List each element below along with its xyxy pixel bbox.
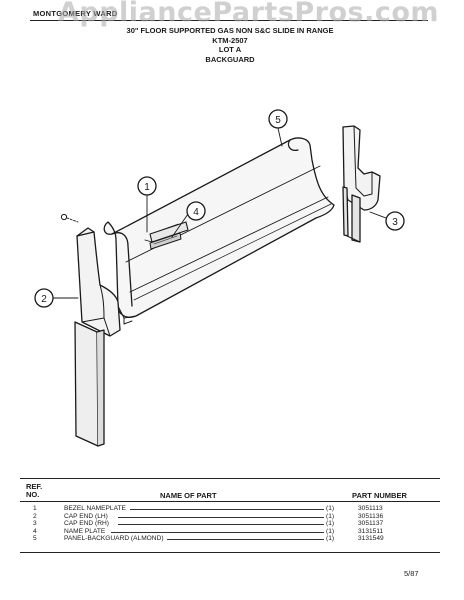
watermark: AppliancePartsPros.com (58, 0, 440, 28)
page-code: 5/87 (404, 569, 419, 578)
header-part-number: PART NUMBER (352, 491, 407, 500)
callout-5-leader (277, 127, 283, 147)
row-leader-line (118, 524, 324, 526)
table-row: 5 PANEL-BACKGUARD (ALMOND) (1) 3131549 (20, 535, 440, 543)
title-line-lot: LOT A (218, 45, 242, 54)
row-quantity: (1) (326, 520, 335, 528)
row-part-name: CAP END (LH) (64, 512, 108, 520)
callout-circle-2 (34, 288, 54, 308)
title-line-section: BACKGUARD (205, 54, 255, 64)
title-block: 30" FLOOR SUPPORTED GAS NON S&C SLIDE IN… (60, 26, 400, 64)
header-name-of-part: NAME OF PART (160, 491, 217, 500)
row-leader-line (167, 539, 324, 541)
name-plate (149, 232, 182, 250)
footer-rule (20, 552, 440, 553)
parts-table-header-rule (20, 501, 440, 502)
table-row: 2 CAP END (LH) (1) 3051136 (20, 513, 440, 521)
row-leader-line (118, 516, 324, 518)
row-part-name: BEZEL NAMEPLATE (64, 505, 126, 512)
row-quantity: (1) (326, 527, 335, 535)
row-ref: 1 (33, 505, 37, 512)
header-ref-no: REF. NO. (26, 483, 42, 499)
row-part-name: CAP END (RH) (64, 520, 109, 528)
callout-number-3: 3 (392, 217, 398, 228)
right-cap-end (342, 125, 381, 243)
title-line-model-number: KTM-2507 (212, 35, 248, 45)
row-ref: 4 (33, 527, 37, 535)
callout-number-2: 2 (41, 294, 47, 305)
row-leader-line (111, 531, 324, 533)
callout-circle-4 (186, 201, 206, 221)
row-part-name: PANEL-BACKGUARD (ALMOND) (64, 535, 164, 543)
header-ref-line-2: NO. (26, 490, 40, 499)
parts-list: 1 BEZEL NAMEPLATE (1) 3051113 2 CAP END … (20, 505, 440, 543)
row-part-number: 3051137 (358, 520, 384, 528)
brand-name: MONTGOMERY WARD (33, 9, 118, 18)
callout-circle-1 (137, 176, 157, 196)
row-part-number: 3051113 (358, 505, 383, 512)
exploded-diagram: 1 2 3 4 5 (34, 109, 405, 447)
row-part-number: 3131511 (358, 527, 384, 535)
row-quantity: (1) (326, 512, 335, 520)
callout-number-5: 5 (275, 115, 281, 126)
table-row: 3 CAP END (RH) (1) 3051137 (20, 520, 440, 528)
row-ref: 3 (33, 520, 37, 528)
header-rule (30, 20, 428, 21)
row-leader-line (130, 509, 324, 510)
screw (60, 213, 79, 223)
table-row: 1 BEZEL NAMEPLATE (1) 3051113 (20, 505, 440, 513)
row-part-name: NAME PLATE (64, 527, 106, 535)
row-part-number: 3131549 (358, 535, 384, 543)
table-row: 4 NAME PLATE (1) 3131511 (20, 528, 440, 536)
backguard-panel (103, 137, 335, 325)
header-ref-line-1: REF. (26, 482, 43, 491)
title-line-model-description: 30" FLOOR SUPPORTED GAS NON S&C SLIDE IN… (126, 26, 334, 35)
row-part-number: 3051136 (358, 512, 384, 520)
callout-number-1: 1 (144, 182, 150, 193)
row-ref: 2 (33, 512, 37, 520)
row-quantity: (1) (326, 535, 335, 543)
callout-number-4: 4 (193, 207, 199, 218)
row-quantity: (1) (326, 505, 335, 512)
row-ref: 5 (33, 535, 37, 543)
callout-3-leader (369, 211, 387, 219)
callout-circle-3 (385, 211, 405, 231)
parts-table-top-rule (20, 478, 440, 479)
callout-4-leader (171, 213, 189, 238)
callout-circle-5 (268, 109, 288, 129)
left-cap-end (74, 227, 121, 447)
